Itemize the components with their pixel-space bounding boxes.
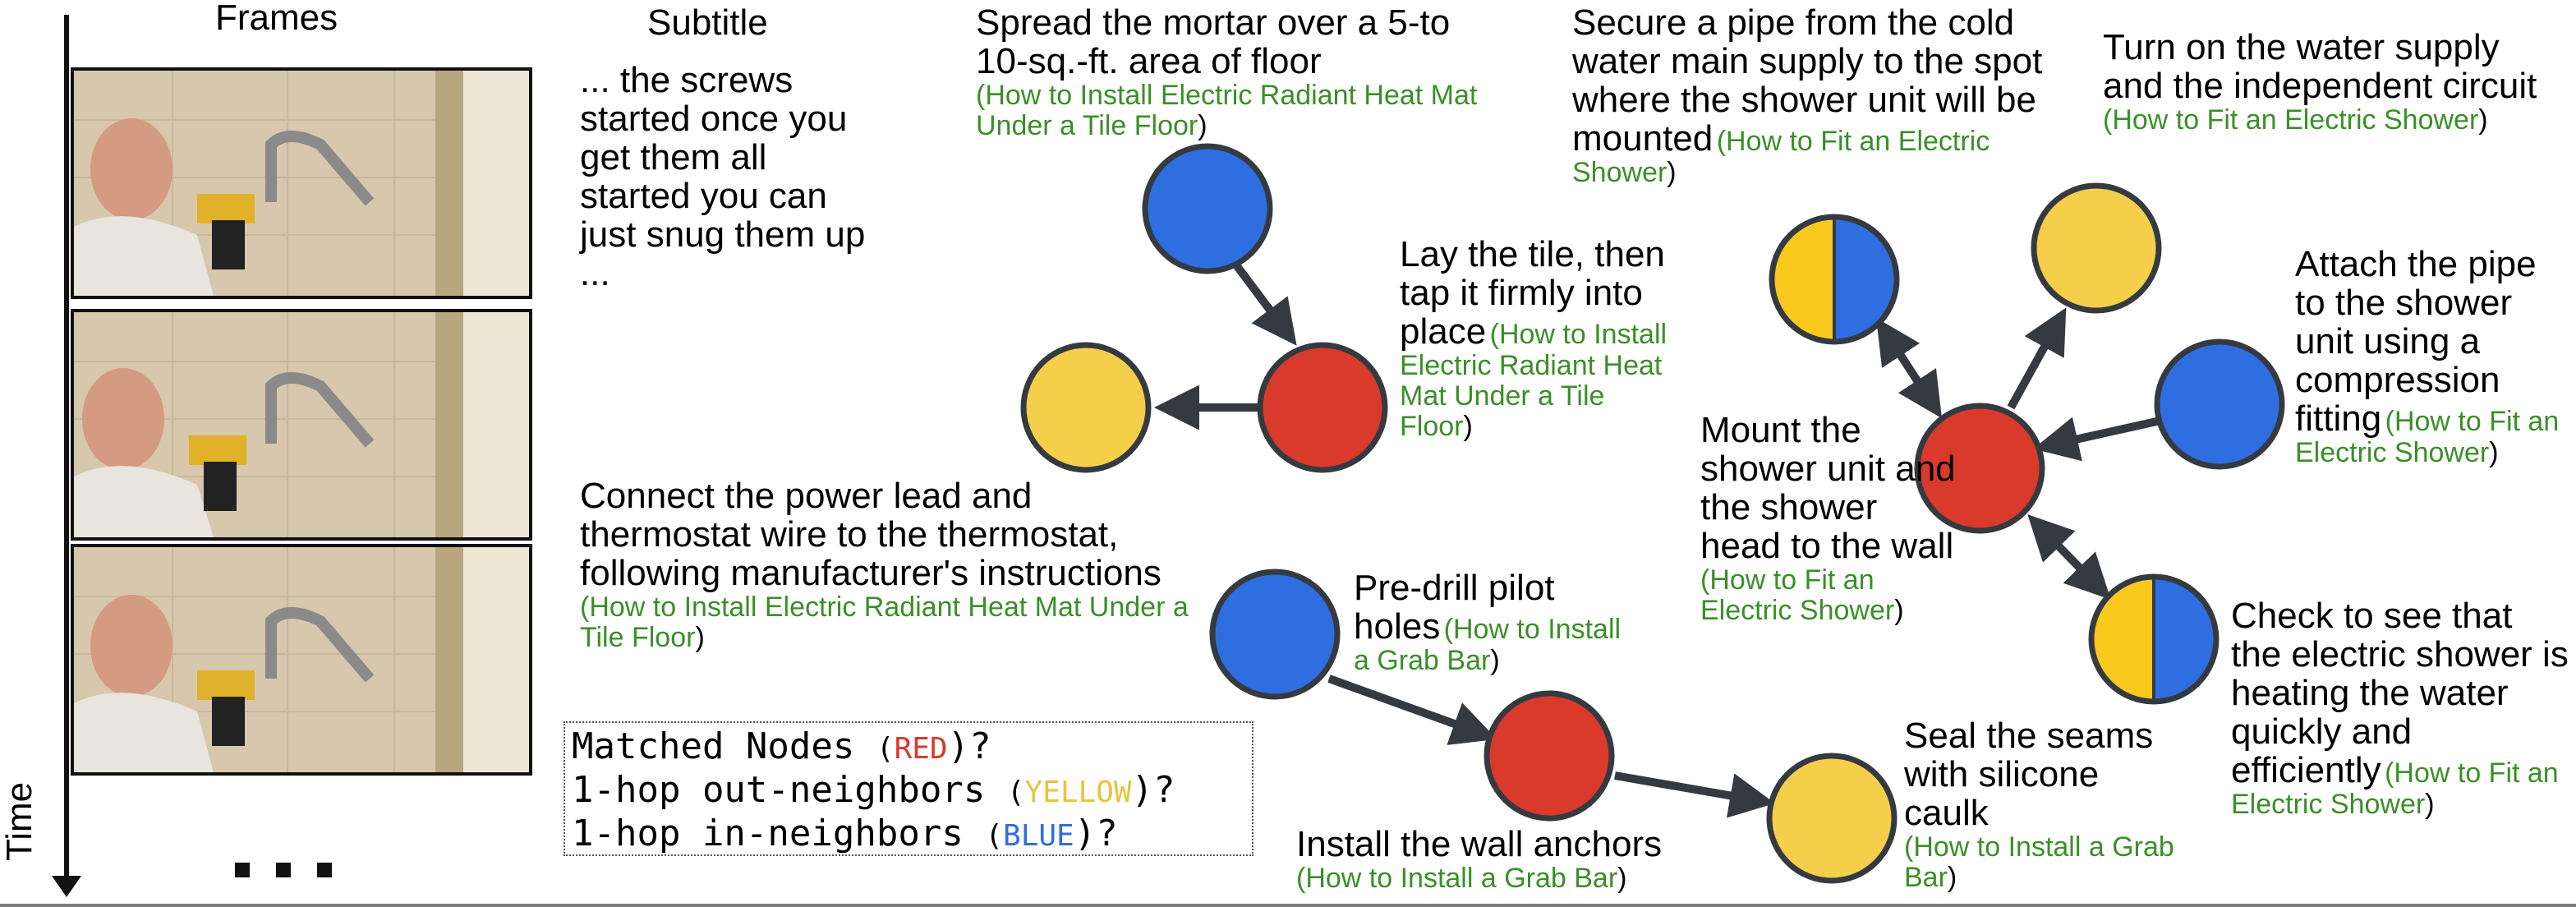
subtitle-header: Subtitle xyxy=(647,2,768,43)
node-mount-unit-red xyxy=(1914,403,2045,534)
label-lay-tile: Lay the tile, then tap it firmly into pl… xyxy=(1400,234,1668,442)
label-turn-on-water: Turn on the water supply and the indepen… xyxy=(2103,27,2537,136)
edge-predrill-to-anchors xyxy=(1327,674,1497,745)
bottom-divider xyxy=(0,904,2576,907)
edge-mount-to-turn-on xyxy=(2007,307,2067,410)
edge-mount-secure-pipe xyxy=(1875,317,1943,419)
frames-header: Frames xyxy=(215,0,338,38)
label-attach-pipe: Attach the pipe to the shower unit using… xyxy=(2295,244,2560,468)
legend-out-neighbors: 1-hop out-neighbors (YELLOW)? xyxy=(572,769,1175,811)
time-axis-line xyxy=(64,15,69,879)
legend-blue-word: BLUE xyxy=(1003,819,1074,853)
legend-red-word: RED xyxy=(894,732,948,766)
label-seal-seams: Seal the seams with silicone caulk (How … xyxy=(1904,716,2174,893)
node-connect-power-yellow xyxy=(1020,342,1152,473)
video-frame-2 xyxy=(71,309,532,541)
label-wall-anchors: Install the wall anchors (How to Install… xyxy=(1296,824,1663,894)
node-lay-tile-red xyxy=(1257,342,1388,473)
label-spread-mortar: Spread the mortar over a 5-to 10-sq.-ft.… xyxy=(976,2,1478,141)
legend-matched-nodes: Matched Nodes (RED)? xyxy=(572,725,991,767)
label-mount-unit: Mount the shower unit and the shower hea… xyxy=(1700,410,1956,626)
edge-mortar-to-tile xyxy=(1234,264,1297,346)
edge-mount-check xyxy=(2027,514,2111,600)
edge-attach-to-mount xyxy=(2033,417,2162,462)
node-wall-anchors-red xyxy=(1484,690,1615,822)
node-turn-on-water-yellow xyxy=(2031,182,2162,314)
legend-box: Matched Nodes (RED)? 1-hop out-neighbors… xyxy=(564,721,1254,856)
label-check-heating: Check to see that the electric shower is… xyxy=(2231,596,2569,820)
video-frame-3 xyxy=(71,544,532,776)
node-spread-mortar-blue xyxy=(1142,143,1273,274)
node-attach-pipe-blue xyxy=(2154,338,2285,470)
label-secure-pipe: Secure a pipe from the cold water main s… xyxy=(1572,2,2043,188)
subtitle-text: ... the screws started once you get them… xyxy=(580,60,866,293)
node-pre-drill-blue xyxy=(1209,569,1341,700)
legend-in-neighbors: 1-hop in-neighbors (BLUE)? xyxy=(572,813,1118,854)
time-axis-arrowhead xyxy=(52,876,81,897)
node-seal-seams-yellow xyxy=(1766,753,1898,884)
edge-anchors-to-seal xyxy=(1614,771,1775,818)
video-frame-1 xyxy=(71,67,532,299)
legend-yellow-word: YELLOW xyxy=(1024,776,1132,809)
label-pre-drill: Pre-drill pilot holes (How to Install a … xyxy=(1354,568,1622,676)
label-connect-power: Connect the power lead and thermostat wi… xyxy=(580,476,1189,653)
